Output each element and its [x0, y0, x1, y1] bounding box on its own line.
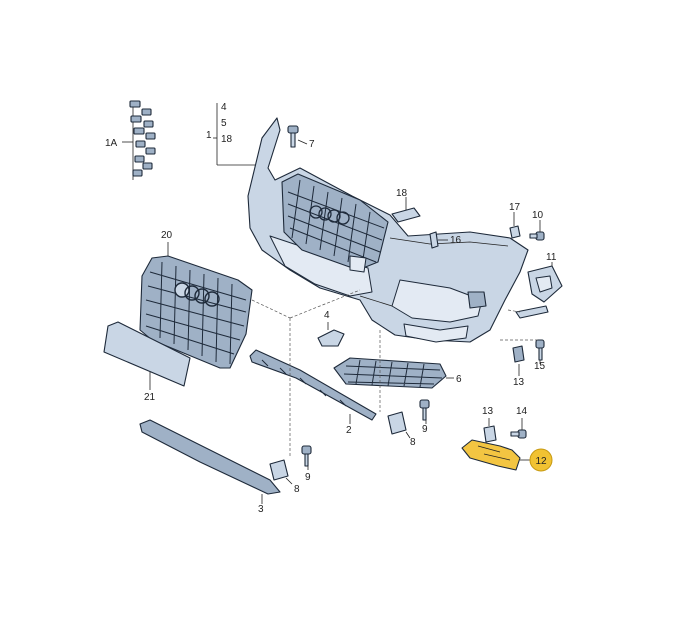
- label-20: 20: [161, 230, 173, 241]
- lower-grille-6: [333, 357, 454, 389]
- bolt-10: [529, 220, 545, 241]
- label-16: 16: [450, 235, 462, 246]
- label-8-lower: 8: [294, 484, 300, 495]
- label-17: 17: [509, 202, 521, 213]
- label-4-top: 4: [221, 102, 227, 113]
- four-rings-logo-grille: [174, 282, 220, 307]
- clip-8-lower: [269, 459, 293, 485]
- bolt-14: [510, 418, 527, 439]
- cover-grille: [281, 173, 389, 273]
- label-13-lower: 13: [482, 406, 494, 417]
- label-9-lower: 9: [305, 472, 311, 483]
- clip-17: [509, 212, 521, 239]
- bolt-9-lower: [301, 445, 312, 470]
- label-2: 2: [346, 425, 352, 436]
- bolt-7: [287, 125, 308, 148]
- bracket-right-upper: [512, 305, 549, 376]
- fog-grille-cover-4: [317, 322, 345, 347]
- lower-trim-3: [139, 419, 281, 504]
- label-1a: 1A: [105, 138, 118, 149]
- label-11: 11: [546, 252, 557, 263]
- four-rings-logo-cover: [309, 205, 350, 225]
- tow-cover-11: [527, 262, 563, 303]
- label-5: 5: [221, 118, 227, 129]
- guide-lines: [251, 289, 540, 458]
- front-grille-20: [139, 242, 253, 369]
- label-1: 1: [206, 130, 212, 141]
- label-9-middle: 9: [422, 424, 428, 435]
- label-14: 14: [516, 406, 528, 417]
- badge-12: 12: [529, 448, 553, 472]
- spoiler-2: [249, 349, 377, 424]
- label-3: 3: [258, 504, 264, 515]
- part-group-bracket: [213, 103, 262, 166]
- plate-holder-21: [103, 321, 191, 390]
- label-21: 21: [144, 392, 156, 403]
- bracket-12-highlighted: [461, 439, 530, 471]
- label-8-middle: 8: [410, 437, 416, 448]
- label-15: 15: [534, 361, 546, 372]
- screw-set-1a: [122, 100, 156, 180]
- clip-16: [429, 231, 448, 249]
- bolt-9-middle: [419, 399, 430, 424]
- label-18: 18: [396, 188, 408, 199]
- label-6: 6: [456, 374, 462, 385]
- label-10: 10: [532, 210, 544, 221]
- clip-13-lower: [483, 418, 497, 443]
- clip-8-middle: [387, 411, 411, 439]
- label-4: 4: [324, 310, 330, 321]
- bumper-cover: [247, 117, 529, 343]
- label-7: 7: [309, 139, 315, 150]
- label-18-bracket: 18: [221, 134, 233, 145]
- trim-piece-18: [391, 197, 421, 223]
- label-12: 12: [535, 456, 547, 467]
- label-13-upper: 13: [513, 377, 525, 388]
